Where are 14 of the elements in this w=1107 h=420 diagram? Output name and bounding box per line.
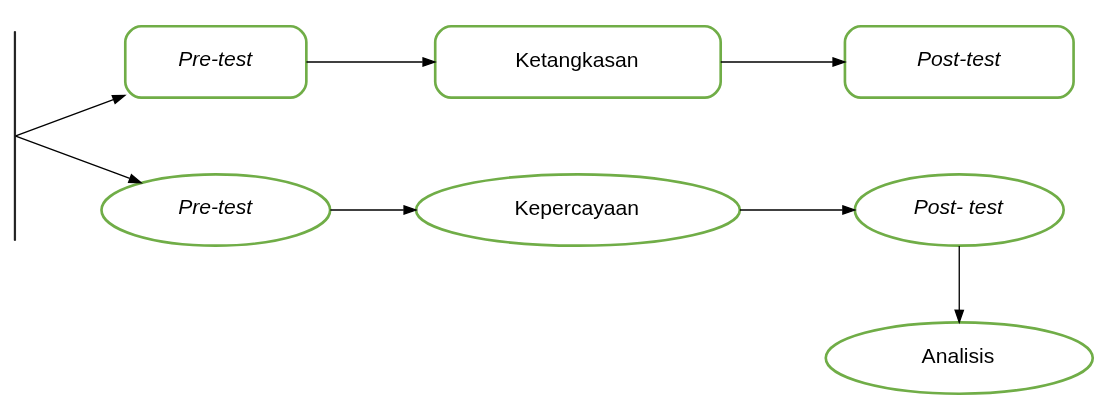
arrow [739, 204, 857, 216]
node-ellipse: Analisis [824, 321, 1095, 396]
arrow [15, 135, 144, 184]
node-box: Ketangkasan [433, 24, 722, 99]
node-ellipse: Post- test [853, 173, 1065, 247]
arrow [305, 56, 437, 68]
node-box: Post-test [843, 24, 1075, 99]
arrow [329, 204, 418, 216]
node-box: Pre-test [123, 24, 308, 99]
node-bar [13, 31, 16, 241]
arrow [15, 94, 127, 137]
arrow [954, 245, 965, 325]
node-ellipse: Kepercayaan [414, 173, 742, 247]
arrow [720, 56, 847, 68]
